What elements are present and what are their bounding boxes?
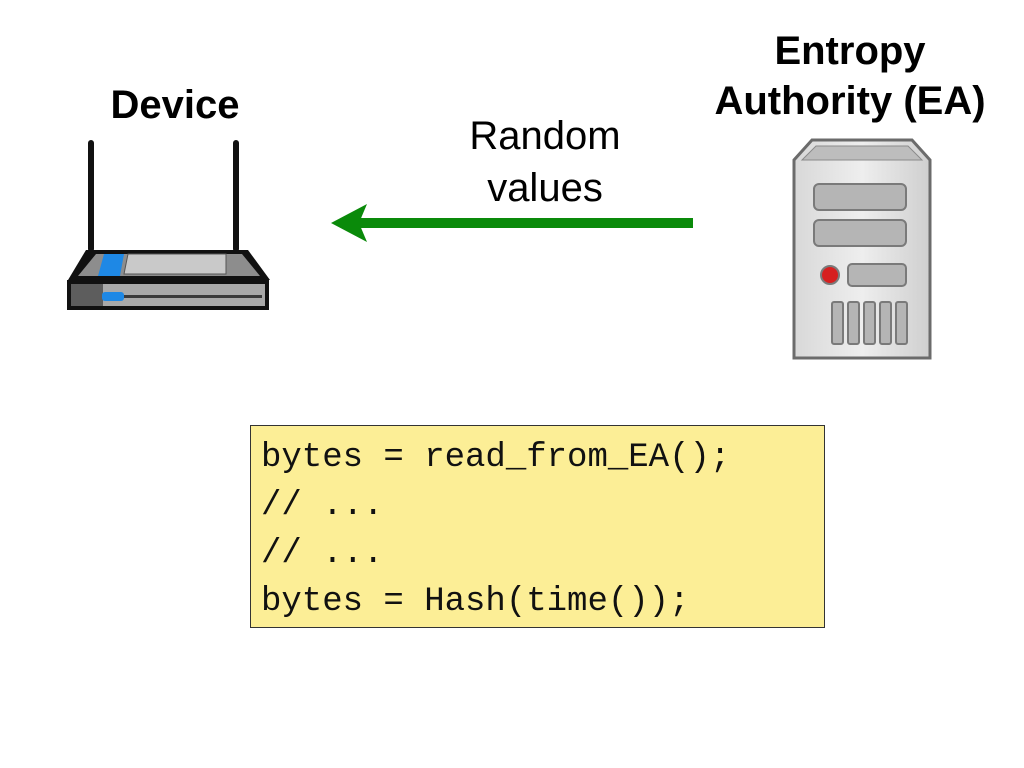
code-block: bytes = read_from_EA(); // ... // ... by… bbox=[250, 425, 825, 628]
code-line: // ... bbox=[261, 535, 384, 573]
arrow-icon bbox=[331, 204, 693, 242]
server-icon bbox=[792, 138, 932, 360]
code-line: // ... bbox=[261, 487, 384, 525]
arrow-label-line1: Random bbox=[469, 114, 621, 158]
arrow-label-line2: values bbox=[487, 166, 603, 210]
arrow-head bbox=[331, 204, 367, 242]
router-icon bbox=[67, 140, 270, 310]
entropy-authority-label: Entropy Authority (EA) bbox=[690, 26, 1010, 126]
code-line: bytes = Hash(time()); bbox=[261, 583, 690, 621]
arrow-label: Random values bbox=[430, 110, 660, 214]
device-label: Device bbox=[110, 83, 240, 127]
code-line: bytes = read_from_EA(); bbox=[261, 439, 731, 477]
ea-label-line1: Entropy bbox=[774, 29, 926, 73]
arrow-shaft bbox=[355, 218, 693, 228]
ea-label-line2: Authority (EA) bbox=[714, 79, 986, 123]
